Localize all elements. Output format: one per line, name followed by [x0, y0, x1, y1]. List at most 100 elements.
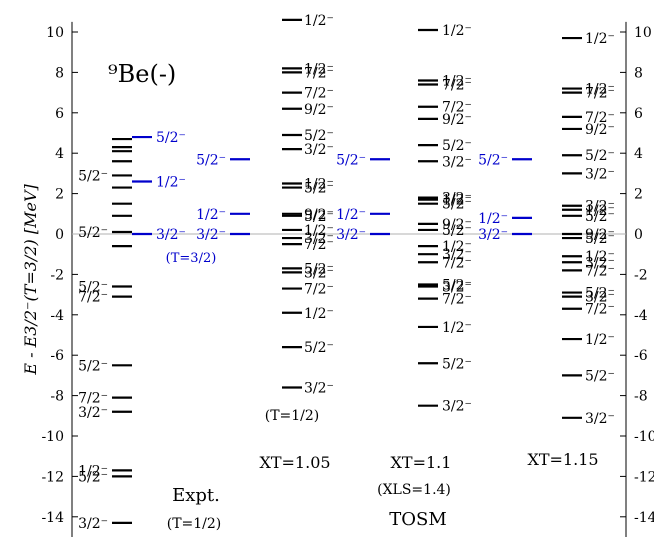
y-tick-label: 8 — [634, 65, 643, 81]
t1-level-label: 3/2⁻ — [304, 381, 334, 397]
t1-level-label: 9/2⁻ — [442, 112, 472, 128]
t1-level-label: 3/2⁻ — [304, 231, 334, 247]
t1-level-label: 9/2⁻ — [442, 217, 472, 233]
t1-level-label: 5/2⁻ — [304, 209, 334, 225]
y-tick-label: 10 — [46, 25, 64, 41]
y-tick-label: -8 — [634, 389, 648, 405]
t3-level-label: 3/2⁻ — [156, 227, 186, 243]
t3-level-label: 3/2⁻ — [336, 227, 366, 243]
t1-level-label: 7/2⁻ — [585, 110, 615, 126]
t1-level-label: 3/2⁻ — [78, 405, 108, 421]
t1-level-label: 5/2⁻ — [304, 261, 334, 277]
column-labels: Expt.(T=1/2)(T=3/2)XT=1.05(T=1/2)XT=1.1(… — [166, 251, 599, 532]
t1-level-label: 1/2⁻ — [585, 31, 615, 47]
t1-level-label: 5/2⁻ — [585, 368, 615, 384]
t3-level-label: 1/2⁻ — [196, 207, 226, 223]
column-name: XT=1.15 — [527, 450, 598, 469]
t1-level-label: 7/2⁻ — [442, 255, 472, 271]
t3-level-label: 1/2⁻ — [478, 211, 508, 227]
t1-level-label: 7/2⁻ — [585, 263, 615, 279]
t1-level-label: 3/2⁻ — [585, 255, 615, 271]
t1-level-label: 9/2⁻ — [585, 122, 615, 138]
t1-level-label: 5/2⁻ — [78, 358, 108, 374]
t3-level-label: 5/2⁻ — [196, 152, 226, 168]
y-tick-label: 0 — [634, 227, 643, 243]
t1-level-label: 9/2⁻ — [304, 102, 334, 118]
y-tick-label: 0 — [55, 227, 64, 243]
column-name: XT=1.05 — [259, 453, 330, 472]
t3-sublabel: (T=3/2) — [166, 251, 217, 266]
t1-level-label: 1/2⁻ — [585, 82, 615, 98]
t1-level-label: 5/2⁻ — [585, 148, 615, 164]
t1-level-label: 5/2⁻ — [442, 278, 472, 294]
t1-level-label: 5/2⁻ — [78, 225, 108, 241]
t1-level-label: 3/2⁻ — [442, 154, 472, 170]
t1-level-label: 5/2⁻ — [585, 231, 615, 247]
t1-level-label: 7/2⁻ — [585, 302, 615, 318]
t1-level-label: 5/2⁻ — [442, 356, 472, 372]
t1-level-label: 7/2⁻ — [304, 65, 334, 81]
group-label: TOSM — [389, 509, 447, 530]
t1-level-label: 7/2⁻ — [78, 391, 108, 407]
t1-level-label: 1/2⁻ — [304, 13, 334, 29]
chart-title: ⁹Be(-) — [108, 60, 176, 88]
t1-level-label: 1/2⁻ — [304, 177, 334, 193]
t1-level-label: 7/2⁻ — [78, 290, 108, 306]
t1-level-label: 3/2⁻ — [442, 280, 472, 296]
t1-level-label: 3/2⁻ — [585, 166, 615, 182]
y-tick-label: 10 — [634, 25, 652, 41]
t1-level-label: 1/2⁻ — [442, 320, 472, 336]
t1-level-label: 7/2⁻ — [304, 282, 334, 298]
y-tick-label: -12 — [41, 469, 64, 485]
t1-level-label: 5/2⁻ — [304, 128, 334, 144]
y-tick-label: 6 — [55, 106, 64, 122]
t1-level-label: 1/2⁻ — [442, 73, 472, 89]
t3-level-label: 1/2⁻ — [156, 174, 186, 190]
y-tick-label: 4 — [55, 146, 64, 162]
t1-level-label: 1/2⁻ — [304, 306, 334, 322]
t1-level-label: 1/2⁻ — [442, 193, 472, 209]
y-tick-label: -12 — [634, 469, 654, 485]
t3-level-label: 1/2⁻ — [336, 207, 366, 223]
t1-level-label: 1/2⁻ — [304, 61, 334, 77]
column-name: XT=1.1 — [391, 453, 452, 472]
t1-level-label: 3/2⁻ — [442, 399, 472, 415]
y-tick-label: -14 — [634, 510, 654, 526]
t1-level-label: 9/2⁻ — [585, 227, 615, 243]
t1-level-label: 5/2⁻ — [78, 469, 108, 485]
t1-level-label: 7/2⁻ — [442, 292, 472, 308]
t3-level-label: 3/2⁻ — [478, 227, 508, 243]
y-tick-label: 2 — [55, 187, 64, 203]
t3-level-label: 3/2⁻ — [196, 227, 226, 243]
y-tick-label: -8 — [50, 389, 64, 405]
t1-level-label: 7/2⁻ — [442, 100, 472, 116]
y-tick-label: -2 — [634, 267, 648, 283]
t1-level-label: 3/2⁻ — [585, 199, 615, 215]
t1-level-label: 7/2⁻ — [304, 86, 334, 102]
y-tick-label: -2 — [50, 267, 64, 283]
t1-level-label: 1/2⁻ — [442, 23, 472, 39]
t3-level-label: 5/2⁻ — [156, 130, 186, 146]
t1-level-label: 1/2⁻ — [78, 463, 108, 479]
column-sublabel: (T=1/2) — [167, 516, 222, 532]
column-sublabel: (T=1/2) — [265, 408, 320, 424]
column-name: Expt. — [172, 485, 220, 506]
t1-level-label: 1/2⁻ — [585, 332, 615, 348]
y-tick-label: -14 — [41, 510, 64, 526]
t1-level-label: 5/2⁻ — [585, 209, 615, 225]
t1-level-label: 1/2⁻ — [442, 239, 472, 255]
t1-level-label: 1/2⁻ — [585, 249, 615, 265]
t1-level-label: 5/2⁻ — [78, 280, 108, 296]
t1-level-label: 7/2⁻ — [442, 78, 472, 94]
y-tick-label: -4 — [634, 308, 648, 324]
t1-level-label: 5/2⁻ — [78, 168, 108, 184]
t1-level-label: 3/2⁻ — [442, 247, 472, 263]
y-tick-label: 4 — [634, 146, 643, 162]
level-marks: 5/2⁻5/2⁻5/2⁻7/2⁻5/2⁻7/2⁻3/2⁻1/2⁻5/2⁻3/2⁻… — [78, 13, 615, 532]
y-tick-label: -6 — [50, 348, 64, 364]
y-tick-label: 2 — [634, 187, 643, 203]
t1-level-label: 3/2⁻ — [585, 411, 615, 427]
t3-level-label: 5/2⁻ — [478, 152, 508, 168]
